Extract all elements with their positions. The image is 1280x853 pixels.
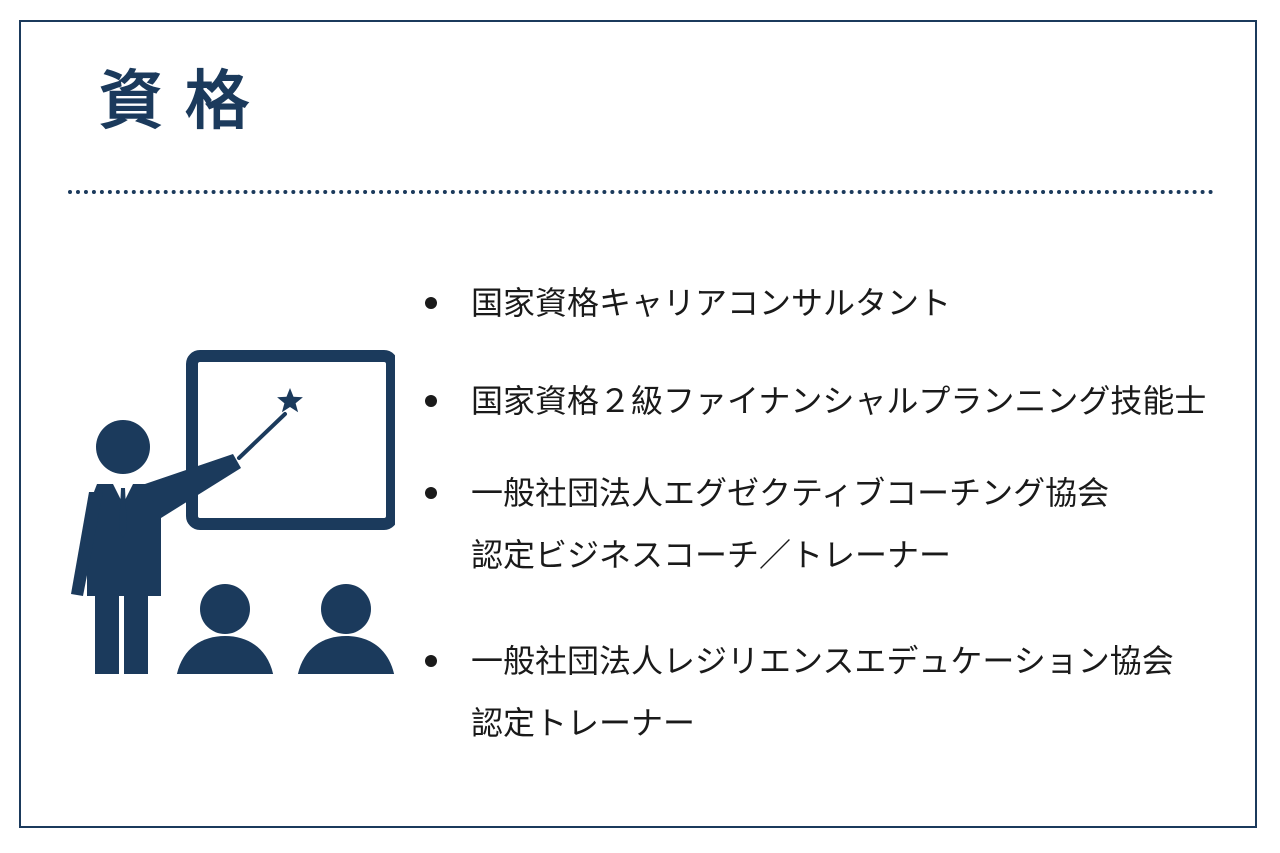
qualification-text: 認定ビジネスコーチ／トレーナー [471,536,952,574]
qualification-text: 一般社団法人レジリエンスエデュケーション協会 [471,642,1174,680]
bullet-icon [425,297,437,309]
qualification-text: 認定トレーナー [471,704,696,742]
list-item: 一般社団法人レジリエンスエデュケーション協会 認定トレーナー [425,630,1255,754]
presenter-body [71,454,241,692]
tie [119,488,127,538]
bullet-icon [425,395,437,407]
qualification-list: 国家資格キャリアコンサルタント 国家資格２級ファイナンシャルプランニング技能士 … [425,272,1255,754]
card-frame: 資格 [19,20,1257,828]
qualification-text: 国家資格２級ファイナンシャルプランニング技能士 [471,382,1207,420]
audience-member-1 [175,584,275,692]
pointer-stick [237,412,287,460]
page-title: 資格 [99,64,271,139]
bullet-icon [425,487,437,499]
star-icon [277,388,303,413]
presenter-with-whiteboard-and-audience-icon [49,334,398,692]
audience-member-2 [296,584,396,692]
list-item: 国家資格２級ファイナンシャルプランニング技能士 [425,370,1255,432]
bullet-icon [425,655,437,667]
dotted-divider [68,190,1214,194]
qualification-text: 国家資格キャリアコンサルタント [471,284,952,322]
whiteboard-icon [186,350,398,530]
presenter-head [96,420,150,474]
list-item: 国家資格キャリアコンサルタント [425,272,1255,334]
qualification-text: 一般社団法人エグゼクティブコーチング協会 [471,474,1110,512]
list-item: 一般社団法人エグゼクティブコーチング協会 認定ビジネスコーチ／トレーナー [425,462,1255,586]
